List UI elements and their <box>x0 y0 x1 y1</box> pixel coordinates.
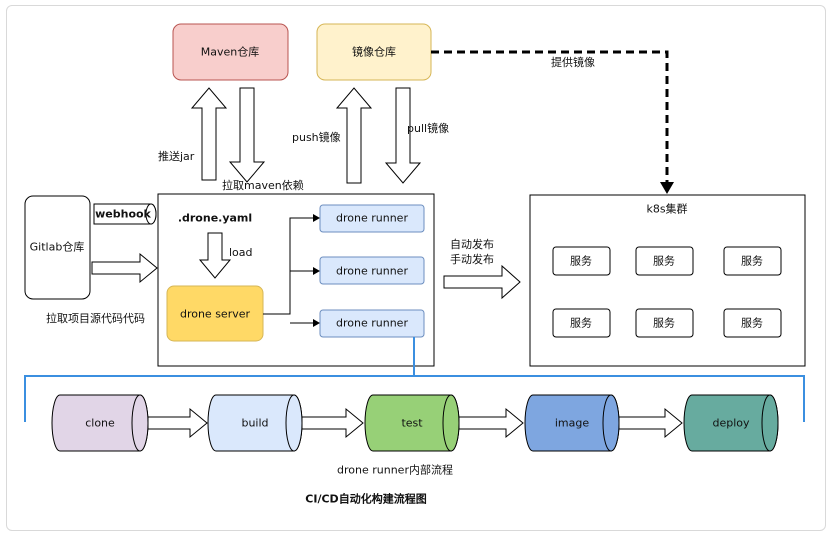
service-label-3: 服务 <box>741 254 763 268</box>
stage-label-test: test <box>401 416 423 430</box>
k8s-cluster-label: k8s集群 <box>646 202 688 216</box>
push-jar-label: 推送jar <box>158 150 195 163</box>
pipeline-stage-image <box>524 394 620 452</box>
pipeline-bracket <box>24 375 805 422</box>
diagram-title: CI/CD自动化构建流程图 <box>305 492 427 506</box>
provide-image-label: 提供镜像 <box>551 56 595 69</box>
pipeline-arrow-3 <box>458 407 524 439</box>
drone-yaml-label: .drone.yaml <box>177 211 253 225</box>
runner-arrowhead-3 <box>313 319 320 327</box>
drone-runner-label-1: drone runner <box>336 211 408 225</box>
maven-repo-label: Maven仓库 <box>200 45 260 59</box>
drone-runner-label-2: drone runner <box>336 264 408 278</box>
runner-arrowhead-2 <box>313 267 320 275</box>
service-box-1 <box>552 246 611 276</box>
webhook-cylinder-end <box>145 203 157 225</box>
provide-image-arrowhead <box>660 182 674 194</box>
service-label-6: 服务 <box>741 316 763 330</box>
push-jar-arrow <box>190 87 228 181</box>
server-runner-connectors <box>263 217 314 324</box>
drone-runner-box-2 <box>319 256 425 285</box>
service-box-6 <box>723 308 782 338</box>
pull-source-arrow <box>91 252 158 284</box>
pull-maven-arrow <box>228 87 266 183</box>
pipeline-arrow-4 <box>618 407 683 439</box>
gitlab-repo-box <box>24 195 91 300</box>
auto-release-label: 自动发布 <box>450 238 494 251</box>
service-label-4: 服务 <box>570 316 592 330</box>
image-repo-label: 镜像仓库 <box>352 45 396 59</box>
service-label-5: 服务 <box>653 316 675 330</box>
manual-release-label: 手动发布 <box>450 253 494 266</box>
pipeline-stage-deploy <box>683 394 779 452</box>
pull-image-arrow <box>384 87 422 184</box>
release-arrow <box>443 264 521 300</box>
pipeline-caption: drone runner内部流程 <box>337 463 453 477</box>
push-image-arrow <box>335 87 373 184</box>
pipeline-arrow-2 <box>301 407 364 439</box>
drone-runner-box-1 <box>319 204 425 233</box>
load-label: load <box>229 246 253 259</box>
stage-label-build: build <box>241 416 269 430</box>
service-label-1: 服务 <box>570 254 592 268</box>
webhook-label: webhook <box>95 207 151 221</box>
service-box-2 <box>635 246 694 276</box>
pull-maven-label: 拉取maven依赖 <box>222 179 304 192</box>
pull-image-label: pull镜像 <box>407 122 450 135</box>
stage-label-deploy: deploy <box>712 416 750 430</box>
drone-runner-label-3: drone runner <box>336 316 408 330</box>
service-label-2: 服务 <box>653 254 675 268</box>
service-box-3 <box>723 246 782 276</box>
pipeline-stage-test <box>364 394 460 452</box>
pipeline-arrow-1 <box>147 407 208 439</box>
pipeline-stage-build <box>207 394 303 452</box>
push-image-label: push镜像 <box>292 131 341 144</box>
drone-runner-box-3 <box>319 309 425 338</box>
runner-arrowhead-1 <box>313 214 320 222</box>
pull-source-label: 拉取项目源代码代码 <box>46 312 145 325</box>
service-box-5 <box>635 308 694 338</box>
stage-label-clone: clone <box>85 416 115 430</box>
drone-server-label: drone server <box>179 307 251 321</box>
provide-image-arrow <box>431 50 669 186</box>
gitlab-repo-label: Gitlab仓库 <box>29 240 85 254</box>
load-arrow <box>198 232 232 279</box>
k8s-cluster-box <box>529 194 806 367</box>
stage-label-image: image <box>554 416 590 430</box>
service-box-4 <box>552 308 611 338</box>
maven-repo-box <box>172 23 289 81</box>
